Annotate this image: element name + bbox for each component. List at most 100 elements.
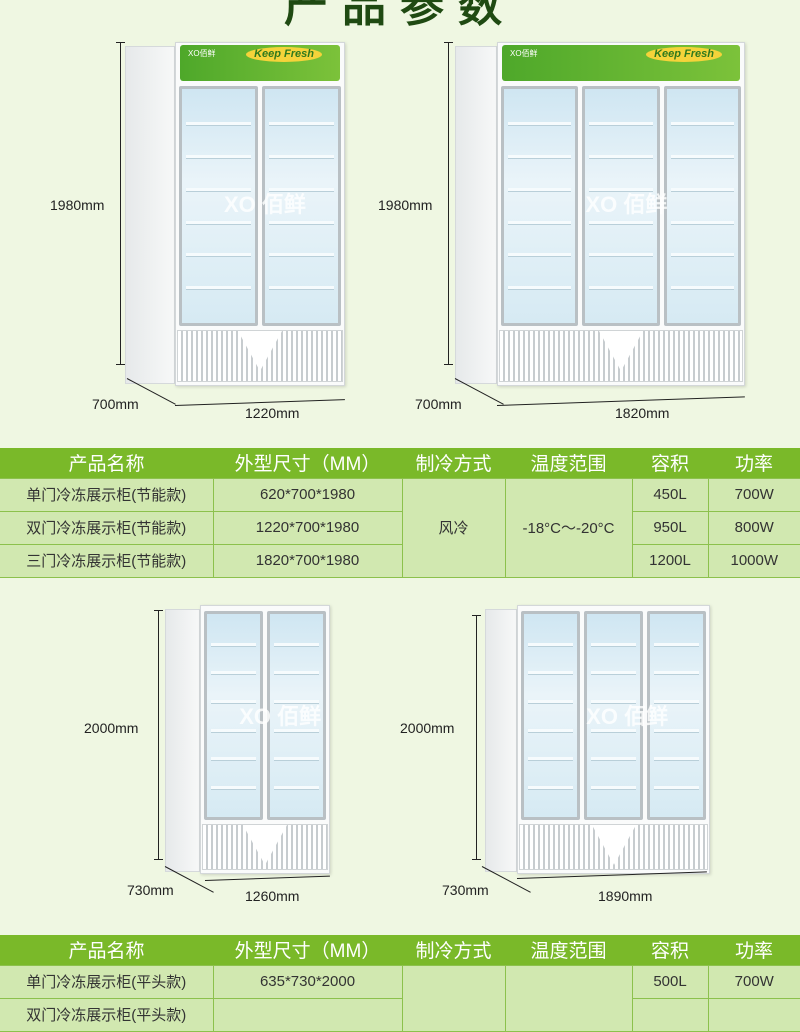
cell-size: 1220*700*1980: [212, 510, 403, 545]
cell-size: [212, 997, 403, 1032]
shelf: [186, 220, 251, 225]
glass-door: [179, 86, 258, 326]
shelf: [508, 187, 572, 192]
shelf: [274, 757, 319, 762]
fridge-side-panel: [125, 46, 175, 384]
shelf: [528, 785, 573, 790]
table-row: 双门冷冻展示柜(平头款): [0, 997, 800, 1032]
shelf: [269, 121, 334, 126]
cell-name: 双门冷冻展示柜(平头款): [0, 997, 214, 1032]
header-temperature: 温度范围: [505, 935, 632, 965]
shelf: [269, 154, 334, 159]
header-power: 功率: [708, 448, 800, 478]
cell-power: 800W: [707, 510, 800, 545]
height-label: 1980mm: [378, 197, 433, 213]
table-row: 双门冷冻展示柜(节能款) 1220*700*1980 950L 800W: [0, 510, 800, 545]
shelf: [269, 187, 334, 192]
height-label: 2000mm: [84, 720, 139, 736]
shelf: [508, 154, 572, 159]
height-dimension-line: [444, 42, 453, 365]
fridge-side-panel: [485, 609, 517, 872]
watermark-logo: XO 佰鲜: [585, 191, 668, 217]
height-dimension-line: [154, 610, 163, 860]
vent-v-panel: [591, 825, 636, 865]
vent-v-panel: [243, 825, 287, 865]
shelf: [591, 757, 636, 762]
glass-door: [267, 611, 326, 820]
shelf: [274, 699, 319, 704]
shelf: [274, 642, 319, 647]
shelf: [211, 728, 256, 733]
glass-door: [262, 86, 341, 326]
shelf: [269, 286, 334, 291]
shelf: [528, 671, 573, 676]
vent-grille: [519, 824, 708, 870]
header-volume: 容积: [632, 448, 708, 478]
cell-temperature: -18°C～-20°C: [504, 477, 633, 578]
shelf: [591, 728, 636, 733]
cell-size: 635*730*2000: [212, 964, 403, 999]
shelf: [670, 154, 734, 159]
table-row: 单门冷冻展示柜(平头款) 635*730*2000 500L 700W: [0, 964, 800, 1032]
fridge-doors: [501, 86, 741, 326]
shelf: [589, 121, 653, 126]
depth-label: 700mm: [92, 396, 139, 412]
shelf: [528, 642, 573, 647]
height-label: 1980mm: [50, 197, 105, 213]
shelf: [186, 253, 251, 258]
header-size: 外型尺寸（MM）: [213, 935, 402, 965]
shelf: [211, 785, 256, 790]
header-name: 产品名称: [0, 448, 213, 478]
fridge-image: XO 佰鲜: [485, 605, 710, 880]
shelf: [211, 671, 256, 676]
shelf: [269, 253, 334, 258]
cell-name: 单门冷冻展示柜(平头款): [0, 964, 214, 999]
cell-power: [707, 997, 800, 1032]
fridge-doors: [521, 611, 706, 820]
glass-door: [647, 611, 706, 820]
page-title: 产品参数: [284, 0, 516, 31]
cell-volume: 450L: [631, 477, 709, 512]
shelf: [589, 286, 653, 291]
vent-grille: [202, 824, 328, 870]
shelf: [211, 757, 256, 762]
spec-table-flat-top: 产品名称 外型尺寸（MM） 制冷方式 温度范围 容积 功率 单门冷冻展示柜(平头…: [0, 935, 800, 1032]
glass-door: [663, 86, 741, 326]
shelf: [508, 286, 572, 291]
shelf: [654, 785, 699, 790]
depth-label: 700mm: [415, 396, 462, 412]
vent-grille: [499, 330, 743, 382]
width-label: 1220mm: [245, 405, 300, 421]
shelf: [589, 220, 653, 225]
cell-name: 三门冷冻展示柜(节能款): [0, 543, 214, 578]
fridge-side-panel: [165, 609, 200, 872]
shelf: [591, 699, 636, 704]
shelf: [528, 757, 573, 762]
height-dimension-line: [472, 615, 481, 860]
header-power: 功率: [708, 935, 800, 965]
cell-power: 700W: [707, 477, 800, 512]
shelf: [211, 699, 256, 704]
table-header: 产品名称 外型尺寸（MM） 制冷方式 温度范围 容积 功率: [0, 935, 800, 965]
depth-label: 730mm: [127, 882, 174, 898]
watermark-logo: XO 佰鲜: [239, 703, 322, 729]
table-header: 产品名称 外型尺寸（MM） 制冷方式 温度范围 容积 功率: [0, 448, 800, 478]
spec-table-energy-saving: 产品名称 外型尺寸（MM） 制冷方式 温度范围 容积 功率 单门冷冻展示柜(节能…: [0, 448, 800, 578]
shelf: [508, 121, 572, 126]
height-label: 2000mm: [400, 720, 455, 736]
glass-door: [584, 611, 643, 820]
shelf: [528, 699, 573, 704]
shelf: [211, 642, 256, 647]
width-label: 1260mm: [245, 888, 300, 904]
shelf: [591, 671, 636, 676]
width-label: 1820mm: [615, 405, 670, 421]
table-row: 三门冷冻展示柜(节能款) 1820*700*1980 1200L 1000W: [0, 543, 800, 578]
shelf: [589, 253, 653, 258]
shelf: [186, 187, 251, 192]
glass-door: [521, 611, 580, 820]
cell-volume: 950L: [631, 510, 709, 545]
header-cooling: 制冷方式: [402, 935, 505, 965]
fridge-doors: [204, 611, 326, 820]
shelf: [528, 728, 573, 733]
